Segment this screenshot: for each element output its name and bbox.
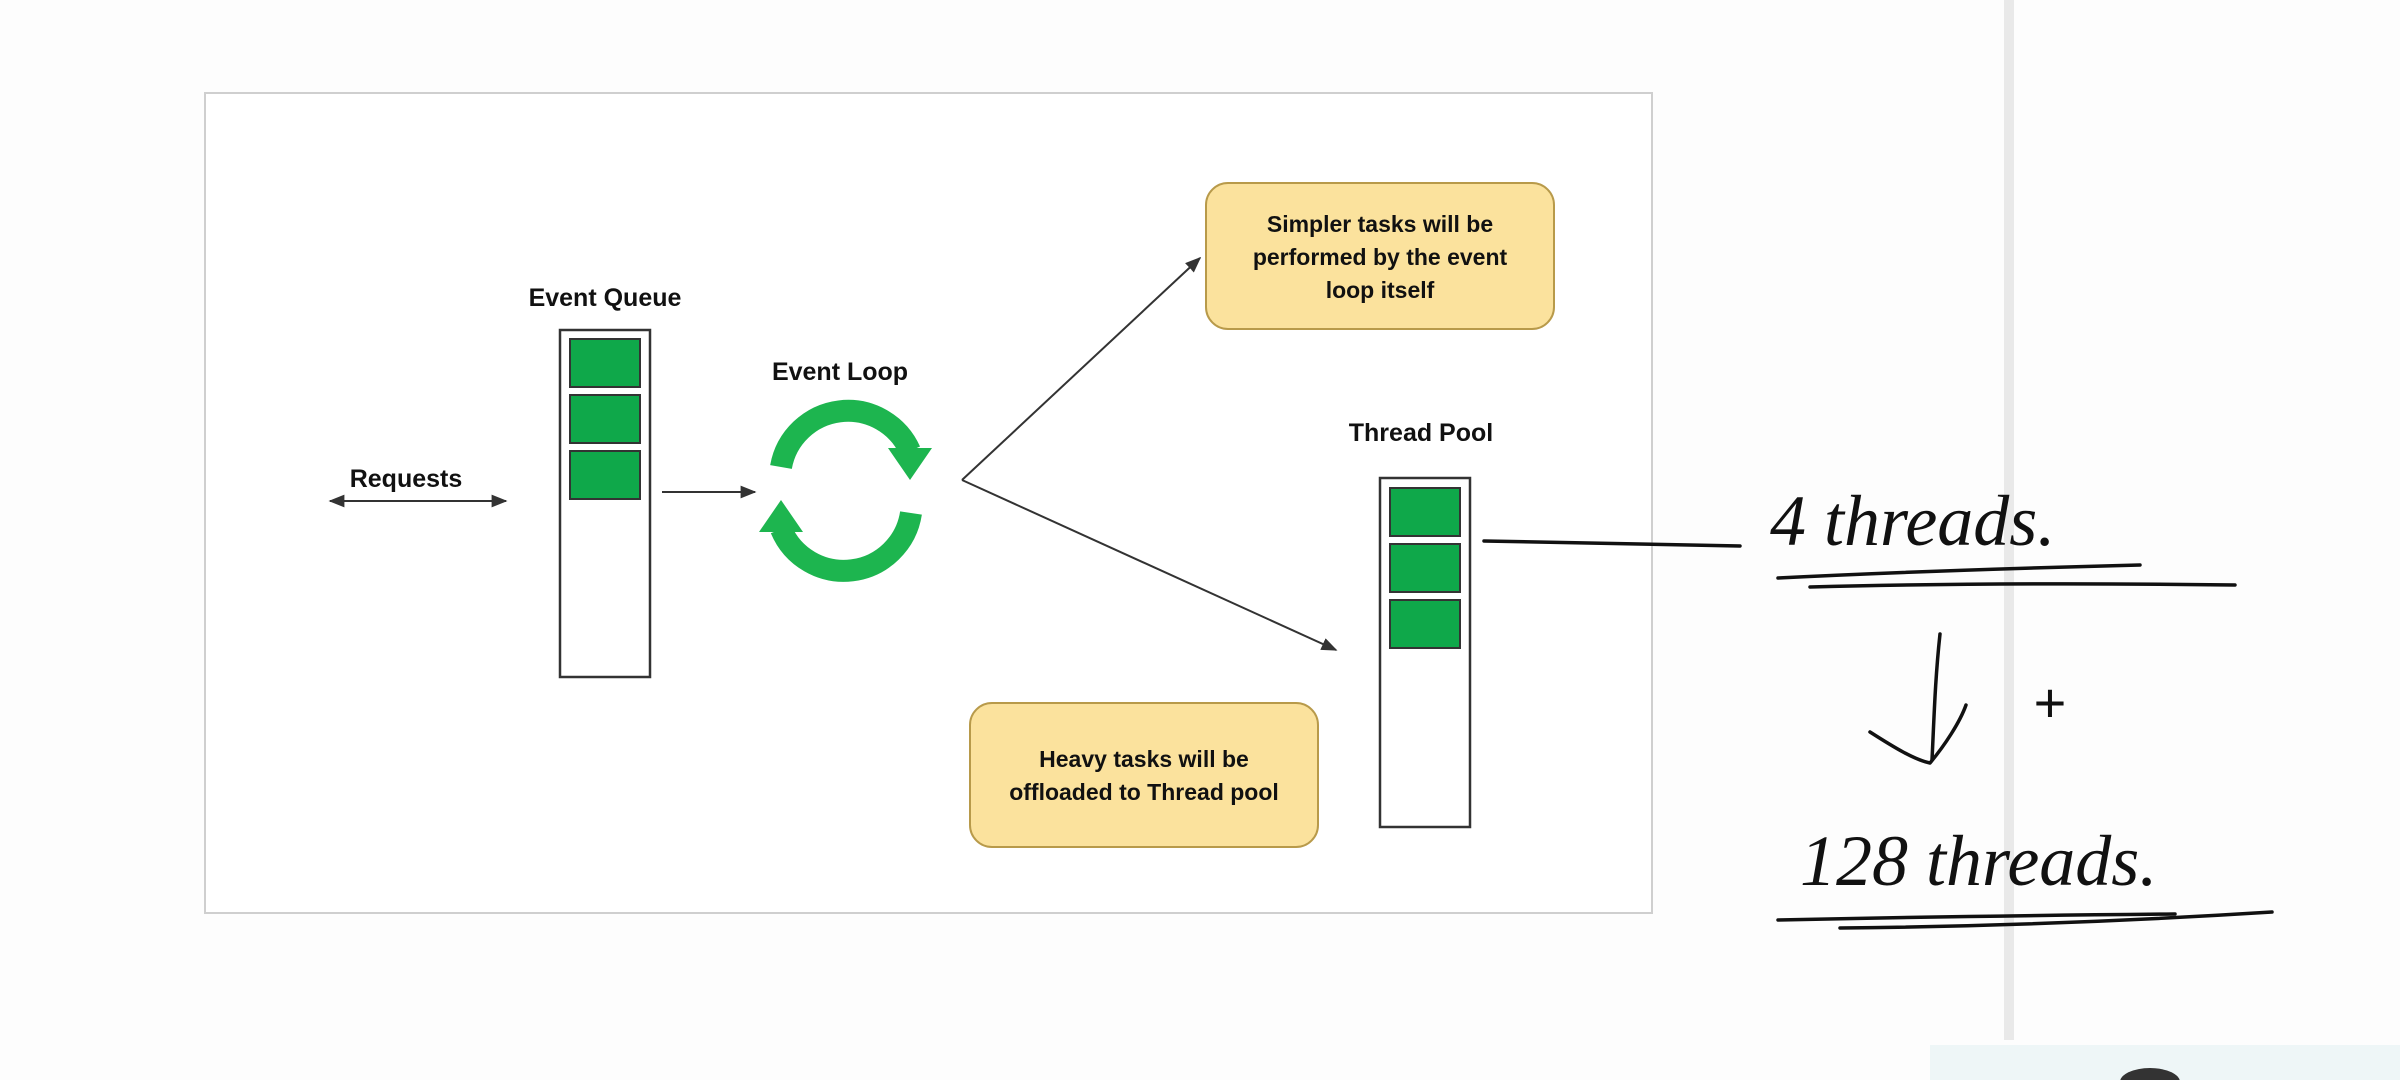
annotation-underline-1: [1776, 563, 2142, 580]
heavy-tasks-line-1: Heavy tasks will be: [1039, 746, 1249, 772]
thread-pool-slot-3: [1389, 599, 1461, 649]
thread-pool-slots: [1389, 487, 1461, 649]
event-queue-label: Event Queue: [529, 284, 682, 312]
heavy-tasks-line-2: offloaded to Thread pool: [1009, 779, 1279, 805]
annotation-threads-before: 4 threads.: [1770, 481, 2237, 589]
annotation-connector-line: [1482, 539, 1742, 548]
handwritten-annotations: 4 threads. + 128 threads.: [1482, 481, 2274, 930]
corner-shadow: [2120, 1068, 2180, 1080]
thread-pool-slot-1: [1389, 487, 1461, 537]
simple-tasks-line-1: Simpler tasks will be: [1267, 211, 1493, 237]
event-queue-slot-2: [569, 394, 641, 444]
requests-label: Requests: [350, 465, 463, 493]
simple-tasks-line-2: performed by the event: [1253, 244, 1508, 270]
event-queue-slot-1: [569, 338, 641, 388]
annotation-underline-3: [1776, 912, 2177, 922]
simple-tasks-line-3: loop itself: [1326, 277, 1435, 303]
branch-arrow-heavy: [961, 479, 1338, 651]
annotation-underline-2: [1808, 582, 2237, 589]
annotation-underline-4: [1838, 910, 2274, 930]
branch-arrow-simple: [961, 256, 1202, 481]
annotation-down-arrow: [1868, 632, 1968, 765]
annotation-threads-before-text: 4 threads.: [1770, 481, 2055, 561]
event-loop-icon: [759, 399, 932, 582]
event-queue-slot-3: [569, 450, 641, 500]
thread-pool-slot-2: [1389, 543, 1461, 593]
thread-pool-label: Thread Pool: [1349, 419, 1493, 447]
annotation-threads-after: 128 threads.: [1776, 821, 2274, 930]
annotation-plus-sign: +: [2034, 671, 2067, 734]
heavy-tasks-callout: [969, 702, 1319, 848]
page-divider: [2004, 0, 2014, 1040]
simple-tasks-callout: [1205, 182, 1555, 330]
annotation-threads-after-text: 128 threads.: [1800, 821, 2157, 901]
event-loop-label: Event Loop: [772, 358, 908, 386]
event-queue-slots: [569, 338, 641, 500]
